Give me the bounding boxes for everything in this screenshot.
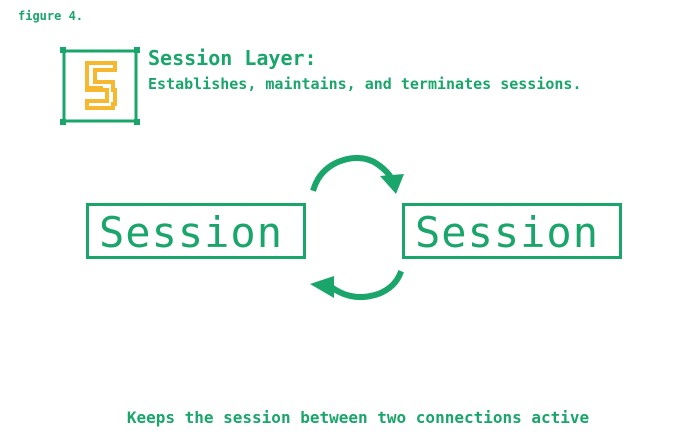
session-box-right: Session [402, 203, 622, 259]
layer-five-icon [60, 47, 140, 125]
layer-description: Establishes, maintains, and terminates s… [148, 75, 582, 93]
session-label-left: Session [99, 208, 284, 257]
session-label-right: Session [415, 208, 600, 257]
layer-title: Session Layer: [148, 46, 317, 70]
arrow-bottom-icon [308, 268, 408, 308]
figure-label: figure 4. [18, 9, 84, 23]
caption: Keeps the session between two connection… [126, 408, 590, 427]
session-box-left: Session [86, 203, 306, 259]
arrow-top-icon [308, 150, 408, 195]
